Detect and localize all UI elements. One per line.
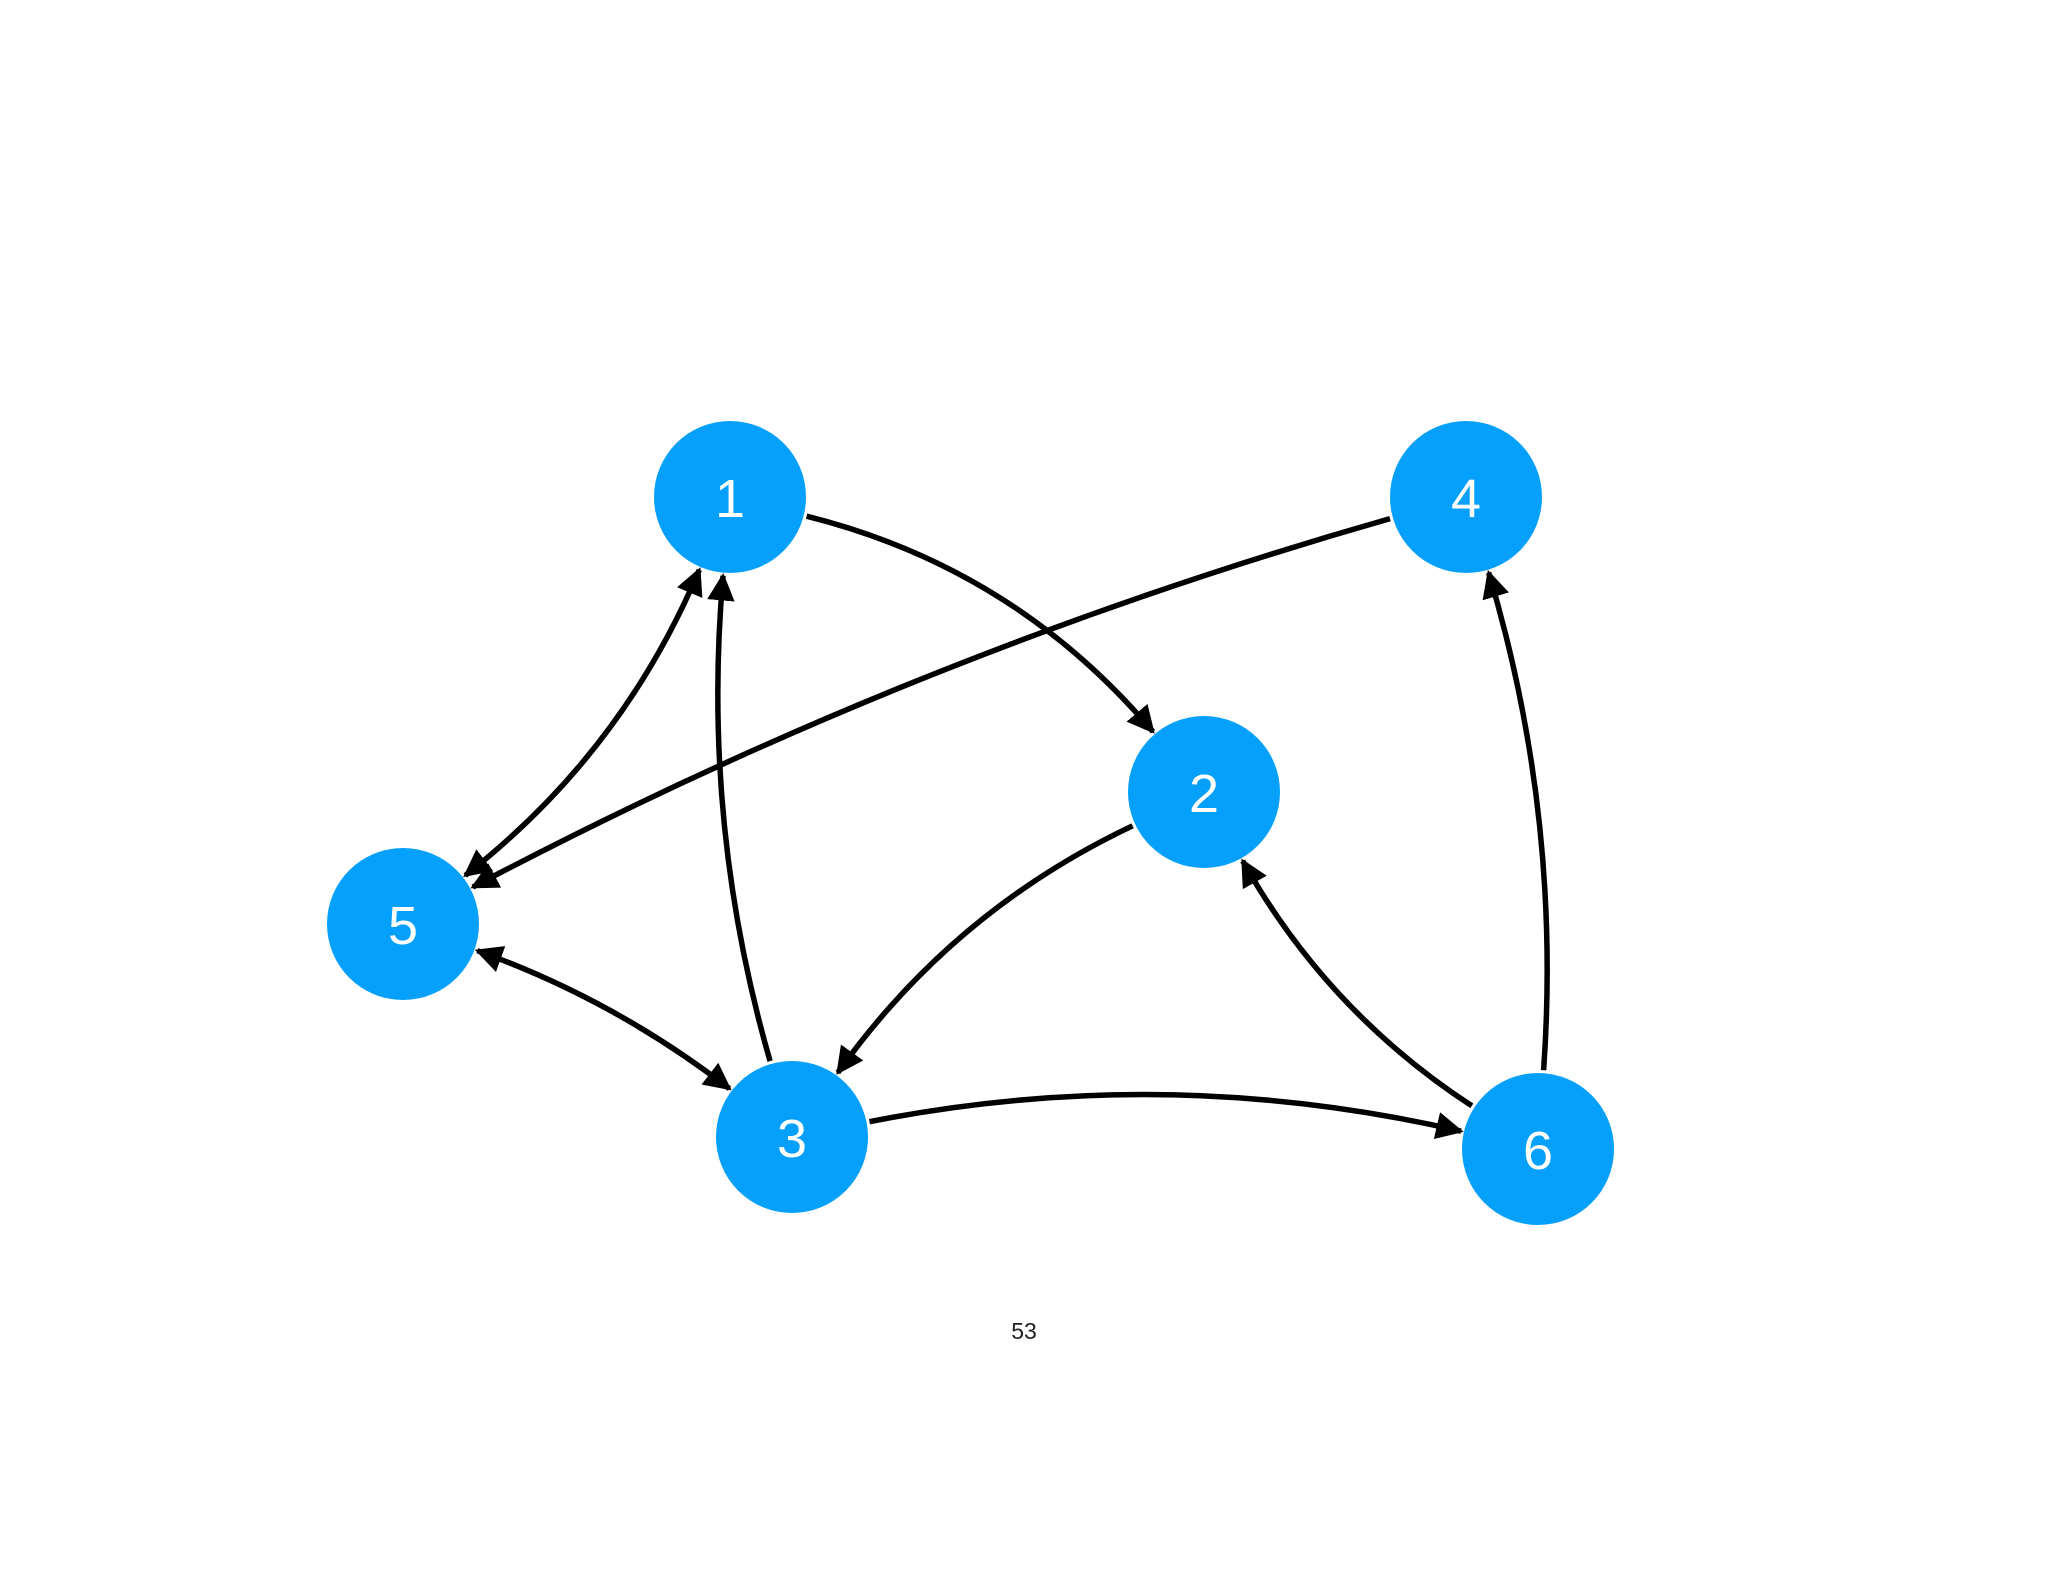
edge-5-to-3 [474,946,732,1091]
node-4-label: 4 [1451,469,1481,529]
edge-3-to-1 [707,572,773,1062]
node-3: 3 [716,1061,868,1213]
node-2-label: 2 [1189,764,1219,824]
node-6: 6 [1462,1073,1614,1225]
node-2-circle [1128,716,1280,868]
node-1-circle [654,421,806,573]
node-6-circle [1462,1073,1614,1225]
node-5: 5 [327,848,479,1000]
node-1: 1 [654,421,806,573]
node-1-label: 1 [715,469,745,529]
page-number: 53 [1011,1318,1037,1344]
node-6-label: 6 [1523,1121,1553,1181]
edge-1-to-2 [805,513,1156,734]
node-5-circle [327,848,479,1000]
edges-layer [463,513,1550,1140]
node-3-label: 3 [777,1109,807,1169]
edge-2-to-3 [835,823,1134,1075]
edge-6-to-4 [1482,570,1550,1071]
edge-6-to-2 [1240,858,1474,1109]
node-4-circle [1390,421,1542,573]
edge-5-to-1 [463,567,703,878]
node-2: 2 [1128,716,1280,868]
node-5-label: 5 [388,896,418,956]
node-4: 4 [1390,421,1542,573]
nodes-layer: 1 2 3 4 5 6 [327,421,1614,1225]
node-3-circle [716,1061,868,1213]
edge-3-to-6 [868,1091,1464,1140]
